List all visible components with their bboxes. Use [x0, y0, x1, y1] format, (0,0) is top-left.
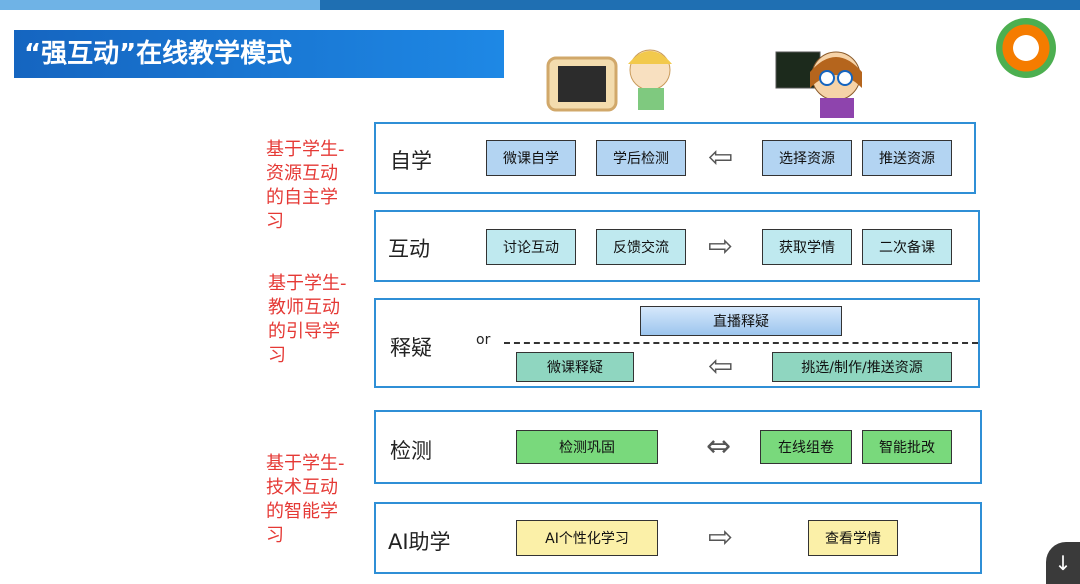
box-xuehou-jiance: 学后检测 [596, 140, 686, 176]
side-label-line: 教师互动 [268, 297, 340, 318]
arrow-right-icon: ⇨ [708, 229, 734, 264]
scroll-down-button[interactable]: ↓ [1046, 542, 1080, 584]
side-label-line: 基于学生- [266, 453, 345, 474]
side-label-line: 习 [268, 345, 286, 366]
side-label-line: 的智能学 [266, 501, 338, 522]
arrow-down-icon: ↓ [1054, 551, 1072, 575]
box-ai-gexinghua: AI个性化学习 [516, 520, 658, 556]
logo-icon [996, 18, 1056, 78]
side-label-line: 习 [266, 211, 284, 232]
side-label-line: 基于学生- [268, 273, 347, 294]
arrow-both-icon: ⇔ [706, 429, 732, 464]
top-bar-highlight [0, 0, 320, 10]
cartoon-student-icon [772, 42, 882, 118]
side-label-student-resource: 基于学生- 资源互动 的自主学 习 [266, 138, 366, 234]
box-zaixian-zujuan: 在线组卷 [760, 430, 852, 464]
side-label-line: 技术互动 [266, 477, 338, 498]
side-label-line: 基于学生- [266, 139, 345, 160]
box-weike-shiyi: 微课释疑 [516, 352, 634, 382]
side-label-line: 的自主学 [266, 187, 338, 208]
side-label-line: 的引导学 [268, 321, 340, 342]
box-zhibo-shiyi: 直播释疑 [640, 306, 842, 336]
box-fankui-jiaoliu: 反馈交流 [596, 229, 686, 265]
side-label-line: 习 [266, 525, 284, 546]
side-label-line: 资源互动 [266, 163, 338, 184]
arrow-left-icon: ⇦ [708, 140, 734, 175]
dashed-divider [504, 342, 978, 344]
row-label-shiyi: 释疑 [390, 336, 432, 360]
box-taolun-hudong: 讨论互动 [486, 229, 576, 265]
box-zhineng-pigai: 智能批改 [862, 430, 952, 464]
row-label-jiance: 检测 [390, 439, 432, 463]
box-xuanze-ziyuan: 选择资源 [762, 140, 852, 176]
box-huoqu-xueqing: 获取学情 [762, 229, 852, 265]
box-chakan-xueqing: 查看学情 [808, 520, 898, 556]
box-erci-beike: 二次备课 [862, 229, 952, 265]
row-label-zixue: 自学 [390, 149, 432, 173]
row-label-hudong: 互动 [388, 237, 430, 261]
top-bar [0, 0, 1080, 10]
page-title: “强互动”在线教学模式 [24, 39, 293, 69]
cartoon-teacher-icon [540, 36, 690, 114]
box-tiaoxuan-zhizuo-tuisong: 挑选/制作/推送资源 [772, 352, 952, 382]
side-label-student-technology: 基于学生- 技术互动 的智能学 习 [266, 452, 366, 548]
box-jiance-gonggu: 检测巩固 [516, 430, 658, 464]
side-label-student-teacher: 基于学生- 教师互动 的引导学 习 [268, 272, 368, 368]
box-weike-zixue: 微课自学 [486, 140, 576, 176]
box-tuisong-ziyuan: 推送资源 [862, 140, 952, 176]
arrow-right-icon: ⇨ [708, 520, 734, 555]
or-label: or [476, 332, 491, 348]
row-label-ai: AI助学 [388, 530, 451, 554]
title-banner [14, 30, 504, 78]
arrow-left-icon: ⇦ [708, 349, 734, 384]
